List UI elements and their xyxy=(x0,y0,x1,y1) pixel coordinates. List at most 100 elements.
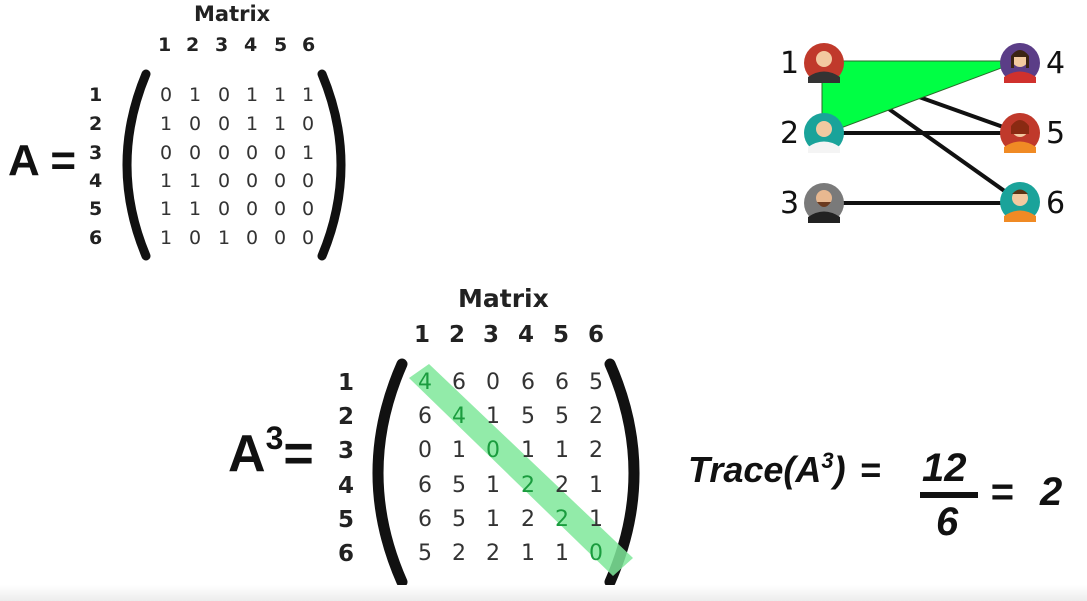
matrix-a-cell: 0 xyxy=(188,113,202,135)
matrix-a3-title: Matrix xyxy=(458,284,549,313)
matrix-a-cell: 1 xyxy=(159,113,173,135)
graph-node-label: 5 xyxy=(1046,116,1066,151)
matrix-a3-row-header: 5 xyxy=(338,507,355,533)
matrix-a3-label-eq: = xyxy=(283,425,314,483)
matrix-a-col-headers: 1 2 3 4 5 6 xyxy=(154,34,324,60)
graph-node-label: 1 xyxy=(780,46,800,81)
matrix-a-cell: 1 xyxy=(273,84,287,106)
matrix-a3-col-header: 1 xyxy=(414,322,431,348)
matrix-a3-col-header: 5 xyxy=(553,322,570,348)
matrix-a3-cell: 5 xyxy=(555,404,569,429)
person-avatar-3-icon xyxy=(804,183,844,223)
trace-equals: = xyxy=(859,449,881,490)
matrix-a3-row-headers: 1 2 3 4 5 6 xyxy=(338,370,362,580)
matrix-a3-col-header: 4 xyxy=(518,322,535,348)
matrix-a-cell: 1 xyxy=(301,84,315,106)
matrix-a-col-header: 6 xyxy=(302,34,316,56)
matrix-a3-cell: 6 xyxy=(452,370,466,395)
matrix-a-cell: 0 xyxy=(245,142,259,164)
graph-node-label: 2 xyxy=(780,116,800,151)
matrix-a3-cell: 2 xyxy=(486,541,500,566)
matrix-a3-row-header: 1 xyxy=(338,370,355,396)
matrix-a3-cell: 1 xyxy=(555,541,569,566)
trace-denominator: 6 xyxy=(936,500,959,544)
matrix-a-cell: 0 xyxy=(217,170,231,192)
matrix-a3-cell: 6 xyxy=(418,404,432,429)
matrix-a3-cell: 1 xyxy=(486,404,500,429)
matrix-a-cell: 0 xyxy=(301,227,315,249)
matrix-a-cell: 0 xyxy=(273,170,287,192)
matrix-a3-cell: 5 xyxy=(452,473,466,498)
matrix-a-cell: 0 xyxy=(301,170,315,192)
matrix-a-row-header: 1 xyxy=(89,84,103,106)
matrix-a3-cell: 2 xyxy=(589,404,603,429)
matrix-a3-cell: 0 xyxy=(418,438,432,463)
graph-edge xyxy=(824,133,1020,202)
matrix-a-cell: 1 xyxy=(159,198,173,220)
matrix-a-right-paren xyxy=(317,69,346,261)
matrix-a-row-header: 6 xyxy=(89,227,103,249)
graph-node-label: 6 xyxy=(1046,186,1066,221)
matrix-a3-cell: 5 xyxy=(521,404,535,429)
matrix-a-row-header: 5 xyxy=(89,198,103,220)
matrix-a3-cell: 6 xyxy=(555,370,569,395)
matrix-a-row-header: 4 xyxy=(89,170,103,192)
matrix-a-cell: 0 xyxy=(245,170,259,192)
social-graph xyxy=(804,43,1040,223)
matrix-a3-cell: 2 xyxy=(555,473,569,498)
matrix-a3-left-paren xyxy=(372,358,408,588)
matrix-a-cell: 0 xyxy=(273,198,287,220)
matrix-a-cell: 1 xyxy=(159,227,173,249)
matrix-a-cell: 0 xyxy=(188,227,202,249)
matrix-a-row-header: 2 xyxy=(89,113,103,135)
matrix-a3-cell: 6 xyxy=(418,507,432,532)
matrix-a-cell: 0 xyxy=(245,227,259,249)
matrix-a3-cell: 2 xyxy=(521,507,535,532)
trace-suffix: ) xyxy=(833,449,846,490)
trace-exp: 3 xyxy=(821,448,834,473)
matrix-a-cell: 0 xyxy=(273,227,287,249)
matrix-a-cell: 0 xyxy=(159,142,173,164)
matrix-a3-cell: 1 xyxy=(452,438,466,463)
matrix-a-cell: 0 xyxy=(188,142,202,164)
matrix-a3-label-exp: 3 xyxy=(265,420,284,456)
matrix-a3-cell: 5 xyxy=(452,507,466,532)
bottom-fade xyxy=(0,585,1087,601)
matrix-a-cell: 1 xyxy=(301,142,315,164)
matrix-a3-label-base: A xyxy=(228,425,266,483)
matrix-a-left-paren xyxy=(122,69,151,261)
person-avatar-1-icon xyxy=(804,43,844,83)
graph-node-label: 3 xyxy=(780,186,800,221)
matrix-a3-cell: 1 xyxy=(521,438,535,463)
matrix-a-grid: 0 1 0 1 1 1 1 0 0 1 1 0 0 0 0 0 0 1 1 1 … xyxy=(153,84,328,254)
matrix-a-row-headers: 1 2 3 4 5 6 xyxy=(89,84,109,254)
graph-node-label: 4 xyxy=(1046,46,1066,81)
matrix-a3-cell-diagonal: 0 xyxy=(486,438,500,463)
fraction-bar xyxy=(920,492,978,498)
diagonal-highlight xyxy=(409,364,633,576)
matrix-a3-cell: 1 xyxy=(521,541,535,566)
matrix-a-col-header: 2 xyxy=(186,34,200,56)
matrix-a3-cell-diagonal: 0 xyxy=(589,541,603,566)
trace-numerator: 12 xyxy=(922,446,967,490)
matrix-a3-cell: 0 xyxy=(486,370,500,395)
matrix-a3-col-header: 3 xyxy=(483,322,500,348)
matrix-a-title: Matrix xyxy=(194,2,271,26)
matrix-a-col-header: 4 xyxy=(244,34,258,56)
matrix-a3-row-header: 2 xyxy=(338,404,355,430)
person-avatar-2-icon xyxy=(804,113,844,153)
matrix-a3-cell-diagonal: 4 xyxy=(418,370,432,395)
matrix-a3-cell: 2 xyxy=(589,438,603,463)
matrix-a-cell: 1 xyxy=(188,84,202,106)
matrix-a-cell: 0 xyxy=(217,84,231,106)
matrix-a3-col-headers: 1 2 3 4 5 6 xyxy=(410,322,620,352)
matrix-a3-row-header: 6 xyxy=(338,541,355,567)
matrix-a3-col-header: 2 xyxy=(449,322,466,348)
matrix-a-cell: 0 xyxy=(245,198,259,220)
matrix-a3-cell: 5 xyxy=(418,541,432,566)
matrix-a-cell: 1 xyxy=(188,198,202,220)
matrix-a-cell: 1 xyxy=(188,170,202,192)
matrix-a-cell: 0 xyxy=(159,84,173,106)
person-avatar-5-icon xyxy=(1000,113,1040,153)
matrix-a-cell: 1 xyxy=(217,227,231,249)
